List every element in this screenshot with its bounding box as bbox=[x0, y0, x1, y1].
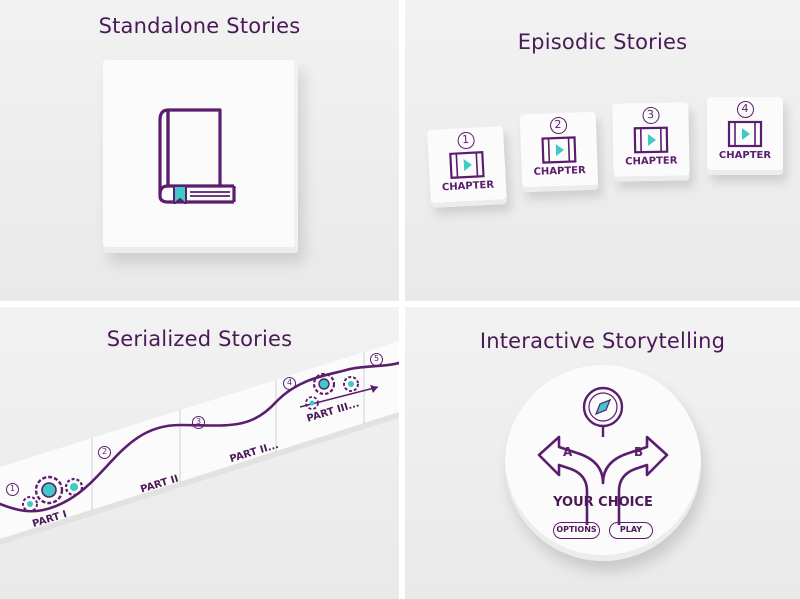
options-button[interactable]: OPTIONS bbox=[553, 522, 600, 539]
chapter-label: CHAPTER bbox=[718, 150, 772, 161]
part-marker: 4 bbox=[283, 377, 296, 390]
standalone-title: Standalone Stories bbox=[98, 14, 301, 38]
part-marker: 2 bbox=[98, 446, 111, 459]
gears-icon bbox=[305, 372, 359, 410]
standalone-box bbox=[103, 60, 298, 253]
serialized-panel: Serialized Stories bbox=[0, 307, 399, 599]
path-a-label: A bbox=[563, 445, 573, 459]
chapter-number: 3 bbox=[641, 106, 660, 125]
choice-disc: A B YOUR CHOICE OPTIONS PLAY bbox=[505, 365, 701, 561]
chapter-cube: 4 CHAPTER bbox=[707, 97, 783, 175]
interactive-panel: Interactive Storytelling A B YOUR CHOICE… bbox=[405, 307, 800, 599]
compass-icon bbox=[582, 386, 624, 437]
chapter-number: 4 bbox=[736, 101, 754, 118]
film-play-icon bbox=[633, 126, 669, 154]
chapter-label: CHAPTER bbox=[625, 155, 678, 168]
episodic-title: Episodic Stories bbox=[517, 30, 688, 54]
crossroads-icon bbox=[537, 386, 669, 525]
play-button[interactable]: PLAY bbox=[609, 522, 653, 539]
chapter-label: CHAPTER bbox=[441, 179, 495, 194]
your-choice-label: YOUR CHOICE bbox=[553, 495, 653, 510]
film-play-icon bbox=[541, 136, 577, 164]
serialized-title: Serialized Stories bbox=[106, 327, 293, 351]
episodic-panel: Episodic Stories 1 CHAPTER 2 CHAPTER 3 bbox=[405, 0, 800, 301]
path-b-label: B bbox=[634, 445, 644, 459]
chapter-cube: 1 CHAPTER bbox=[427, 126, 507, 208]
chapter-label: CHAPTER bbox=[533, 165, 586, 178]
film-play-icon bbox=[727, 120, 763, 148]
gears-icon bbox=[22, 475, 84, 512]
chapter-cube: 3 CHAPTER bbox=[612, 102, 690, 182]
part-marker: 5 bbox=[370, 353, 383, 366]
interactive-title: Interactive Storytelling bbox=[479, 329, 726, 353]
standalone-panel: Standalone Stories bbox=[0, 0, 399, 301]
story-ribbon bbox=[0, 341, 399, 545]
chapter-number: 1 bbox=[456, 131, 475, 150]
chapter-number: 2 bbox=[549, 116, 567, 135]
part-marker: 3 bbox=[192, 416, 205, 429]
film-play-icon bbox=[449, 151, 485, 179]
book-icon bbox=[158, 108, 236, 204]
chapter-cube: 2 CHAPTER bbox=[519, 111, 599, 193]
part-marker: 1 bbox=[6, 483, 19, 496]
